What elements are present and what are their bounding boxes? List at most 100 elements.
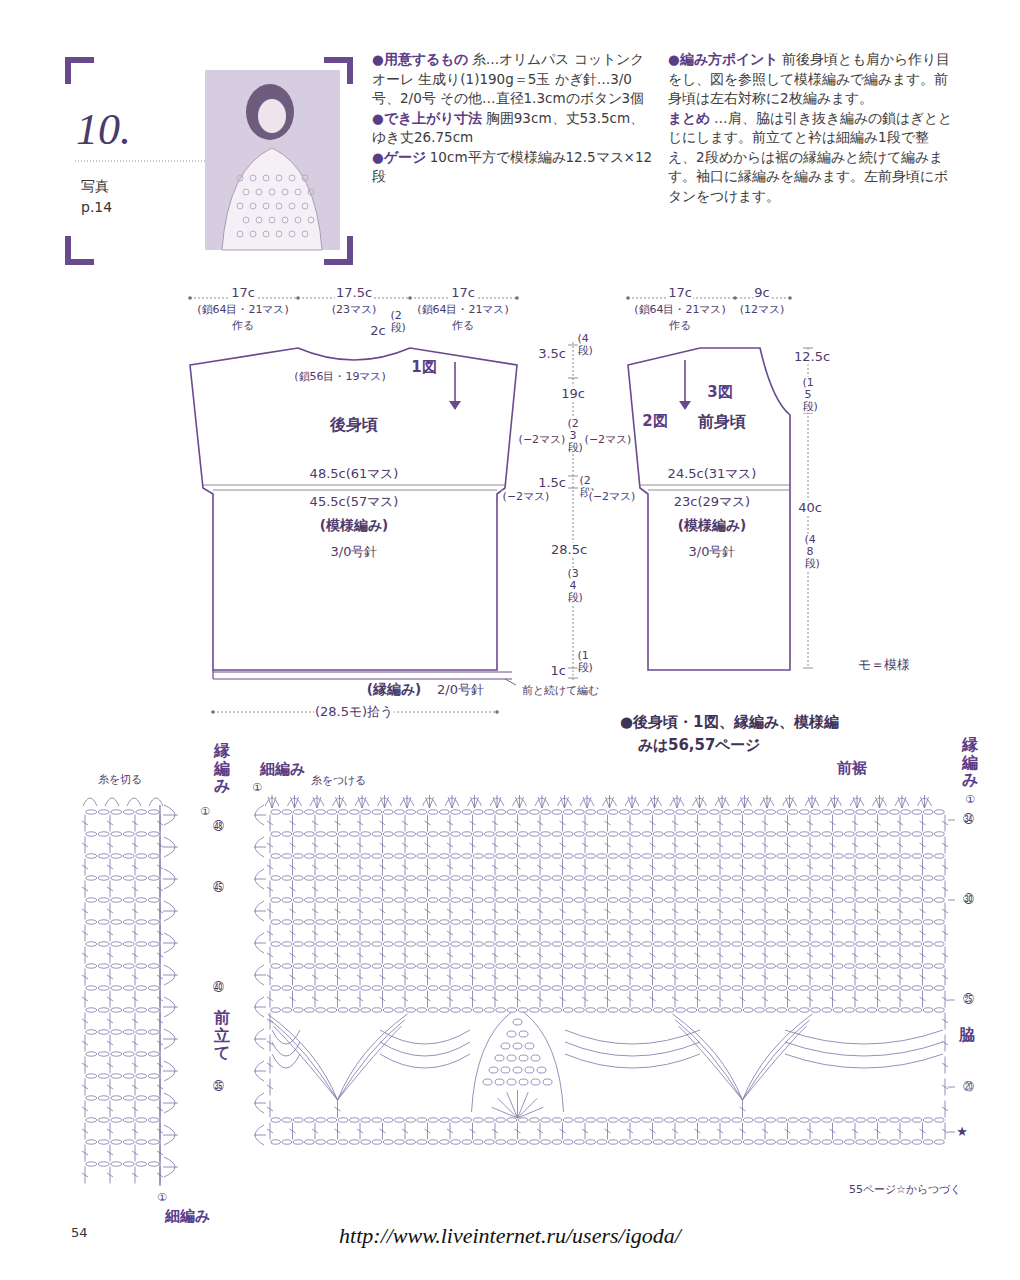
chain-stitch <box>777 920 787 924</box>
chain-stitch <box>653 1140 663 1144</box>
chain-stitch <box>372 986 382 990</box>
double-crochet <box>537 1123 543 1140</box>
chain-stitch <box>743 1140 753 1144</box>
label-text: p.14 <box>80 199 113 215</box>
chain-stitch <box>361 986 371 990</box>
label-text: ●でき上がり寸法 <box>372 110 482 126</box>
chain-stitch <box>111 898 122 902</box>
double-crochet <box>762 991 768 1008</box>
lace-dot <box>256 217 262 223</box>
double-crochet <box>560 991 566 1008</box>
double-crochet <box>537 815 543 832</box>
double-crochet <box>132 1035 138 1052</box>
lace-dot <box>269 217 275 223</box>
double-crochet <box>830 925 836 942</box>
label-text: (鎖64目・21マス) <box>633 304 727 317</box>
double-crochet <box>942 1079 948 1096</box>
double-crochet <box>425 881 431 898</box>
chain-stitch <box>665 810 675 814</box>
chain-stitch <box>743 964 753 968</box>
double-crochet <box>357 1123 363 1140</box>
chain-stitch <box>123 1030 134 1034</box>
chain-stitch <box>383 810 393 814</box>
double-crochet <box>357 991 363 1008</box>
chain-stitch <box>507 898 517 902</box>
fan-stitch <box>518 1107 544 1118</box>
chain-stitch <box>890 1008 900 1012</box>
chain-stitch <box>698 986 708 990</box>
chain-stitch <box>541 854 551 858</box>
double-crochet <box>132 1057 138 1074</box>
chain-stitch <box>350 1008 360 1012</box>
chain-stitch <box>833 1118 843 1122</box>
chain-stitch <box>800 854 810 858</box>
picot-scallop <box>873 795 887 808</box>
double-crochet <box>132 837 138 854</box>
dimension-dot <box>626 296 630 300</box>
pineapple-loop <box>495 1079 504 1085</box>
label-text: ●用意するもの <box>372 51 468 67</box>
double-crochet <box>425 991 431 1008</box>
double-crochet <box>650 925 656 942</box>
picot-scallop <box>513 795 527 808</box>
chain-stitch <box>586 942 596 946</box>
chain-stitch <box>485 1118 495 1122</box>
chain-stitch <box>473 964 483 968</box>
chain-stitch <box>822 986 832 990</box>
pineapple-loop <box>519 1031 528 1037</box>
chain-stitch <box>305 942 315 946</box>
double-crochet <box>605 969 611 986</box>
chain-stitch <box>111 942 122 946</box>
chain-stitch <box>395 832 405 836</box>
chain-stitch <box>811 1008 821 1012</box>
picot-scallop <box>603 795 617 808</box>
chain-stitch <box>395 810 405 814</box>
chain-stitch <box>822 810 832 814</box>
chain-stitch <box>788 898 798 902</box>
chain-stitch <box>698 898 708 902</box>
chain-stitch <box>541 810 551 814</box>
chain-stitch <box>518 832 528 836</box>
chain-stitch <box>440 964 450 968</box>
chain-stitch <box>788 986 798 990</box>
chain-stitch <box>923 898 933 902</box>
chain-stitch <box>440 920 450 924</box>
chain-stitch <box>111 986 122 990</box>
chain-stitch <box>597 1140 607 1144</box>
chain-stitch <box>822 832 832 836</box>
chain-stitch <box>642 942 652 946</box>
chain-stitch <box>890 854 900 858</box>
lace-dot <box>276 203 282 209</box>
double-crochet <box>470 859 476 876</box>
double-crochet <box>107 1101 113 1118</box>
chain-stitch <box>372 898 382 902</box>
chain-stitch <box>912 964 922 968</box>
chain-stitch <box>462 986 472 990</box>
chain-stitch <box>485 964 495 968</box>
chain-stitch <box>316 876 326 880</box>
double-crochet <box>785 815 791 832</box>
v-stitch <box>673 1014 743 1100</box>
chain-stitch <box>822 898 832 902</box>
lace-dot <box>269 189 275 195</box>
lace-dot <box>250 203 256 209</box>
chain-stitch <box>361 942 371 946</box>
chain-stitch <box>935 898 945 902</box>
chain-stitch <box>530 920 540 924</box>
chain-stitch <box>563 854 573 858</box>
double-crochet <box>492 991 498 1008</box>
picot-scallop <box>693 795 707 808</box>
chain-stitch <box>687 964 697 968</box>
double-crochet <box>312 859 318 876</box>
double-crochet <box>515 903 521 920</box>
label-text: (12マス) <box>739 304 786 317</box>
double-crochet <box>335 1100 341 1118</box>
chain-stitch <box>417 942 427 946</box>
double-crochet <box>82 925 88 942</box>
arrow-head <box>679 401 691 410</box>
dimension-dot <box>211 710 215 714</box>
chain-stitch <box>878 876 888 880</box>
chain-stitch <box>136 832 147 836</box>
double-crochet <box>132 969 138 986</box>
